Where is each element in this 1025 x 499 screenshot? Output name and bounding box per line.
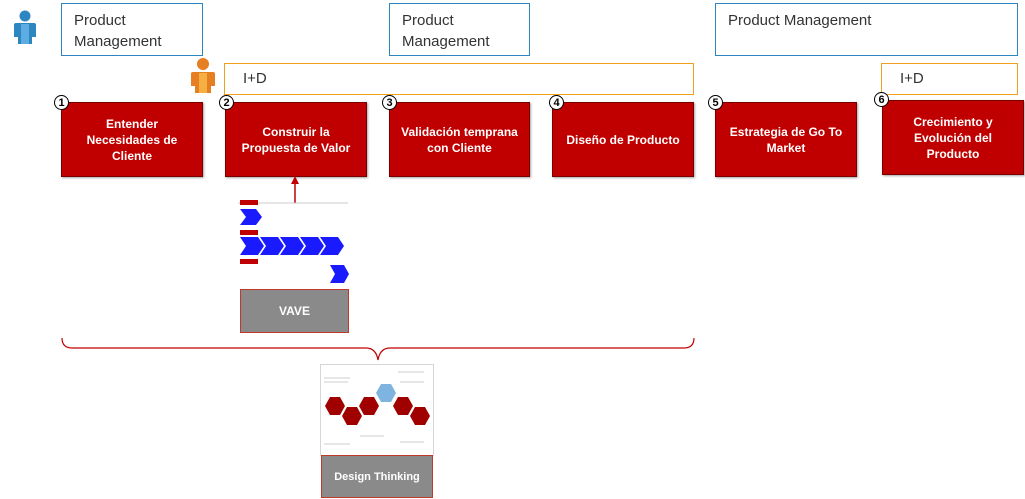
arrow-up-connector — [291, 176, 299, 203]
step-1-label: Entender Necesidades de Cliente — [86, 116, 178, 163]
step-4-number: 4 — [549, 95, 564, 110]
step-4-label: Diseño de Producto — [566, 132, 680, 147]
step-6-box: Crecimiento y Evolución del Producto — [882, 100, 1024, 175]
design-thinking-thumbnail — [320, 364, 434, 456]
step-5-number: 5 — [708, 95, 723, 110]
product-management-lane-1: Product Management — [61, 3, 203, 56]
id-lane-1: I+D — [224, 63, 694, 95]
grouping-brace — [61, 337, 695, 361]
step-2-number: 2 — [219, 95, 234, 110]
id-lane-2: I+D — [881, 63, 1018, 95]
step-2-box: Construir la Propuesta de Valor — [225, 102, 367, 177]
step-2-label: Construir la Propuesta de Valor — [241, 124, 351, 155]
step-3-box: Validación temprana con Cliente — [389, 102, 530, 177]
step-1-number: 1 — [54, 95, 69, 110]
step-5-box: Estrategia de Go To Market — [715, 102, 857, 177]
step-6-label: Crecimiento y Evolución del Producto — [913, 114, 993, 161]
vave-thumbnail-label: VAVE — [240, 289, 349, 333]
step-3-number: 3 — [382, 95, 397, 110]
step-1-box: Entender Necesidades de Cliente — [61, 102, 203, 177]
step-6-number: 6 — [874, 92, 889, 107]
product-management-lane-2: Product Management — [389, 3, 530, 56]
vave-process-thumbnail — [238, 200, 349, 283]
design-thinking-label: Design Thinking — [321, 455, 433, 498]
step-5-label: Estrategia de Go To Market — [729, 124, 843, 155]
product-management-lane-3: Product Management — [715, 3, 1018, 56]
step-3-label: Validación temprana con Cliente — [401, 124, 518, 155]
person-blue-icon — [13, 10, 37, 44]
step-4-box: Diseño de Producto — [552, 102, 694, 177]
person-orange-icon — [190, 57, 216, 93]
